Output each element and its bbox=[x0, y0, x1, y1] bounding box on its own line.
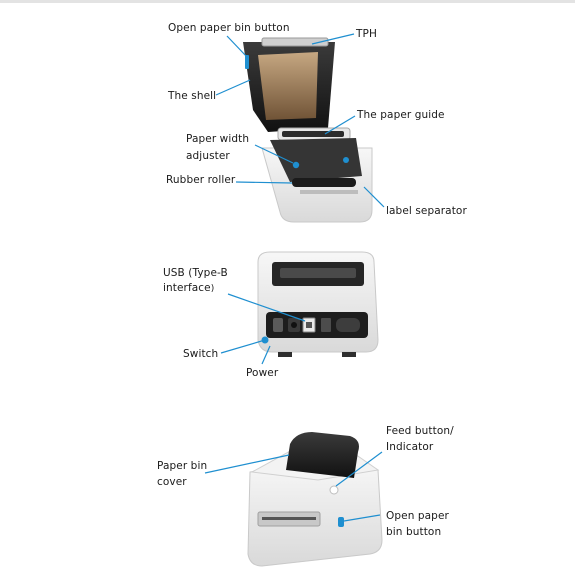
label-the-shell: The shell bbox=[168, 90, 217, 102]
label-usb-line2: interface) bbox=[163, 280, 214, 297]
label-tph: TPH bbox=[356, 28, 377, 40]
leader-lines bbox=[204, 33, 385, 522]
label-open-paper-line2: bin button bbox=[386, 526, 442, 538]
label-open-paper-line1: Open paper bbox=[386, 510, 449, 522]
top-border bbox=[0, 0, 575, 3]
label-paper-bin-cover-line2: cover bbox=[157, 476, 187, 488]
printer-open-top-view bbox=[243, 37, 373, 223]
label-open-paper-bin-button: Open paper bin button bbox=[168, 22, 290, 34]
label-paper-width-line1: Paper width bbox=[186, 133, 250, 145]
label-the-paper-guide: The paper guide bbox=[357, 109, 445, 121]
label-paper-bin-cover-line1: Paper bin bbox=[157, 460, 208, 472]
label-feed-button-line1: Feed button/ bbox=[386, 425, 454, 437]
label-label-separator: label separator bbox=[386, 205, 467, 217]
label-rubber-roller: Rubber roller bbox=[166, 174, 236, 186]
label-feed-button-line2: Indicator bbox=[386, 441, 434, 453]
label-usb-interface: interface bbox=[163, 282, 211, 294]
label-paper-width-line2: adjuster bbox=[186, 150, 230, 162]
printer-front-view bbox=[247, 432, 383, 567]
label-usb-paren: ) bbox=[210, 284, 215, 294]
label-usb-line1: USB (Type-B bbox=[163, 267, 228, 279]
printer-rear-view bbox=[257, 251, 379, 357]
label-power: Power bbox=[246, 367, 279, 379]
label-switch: Switch bbox=[183, 348, 219, 360]
